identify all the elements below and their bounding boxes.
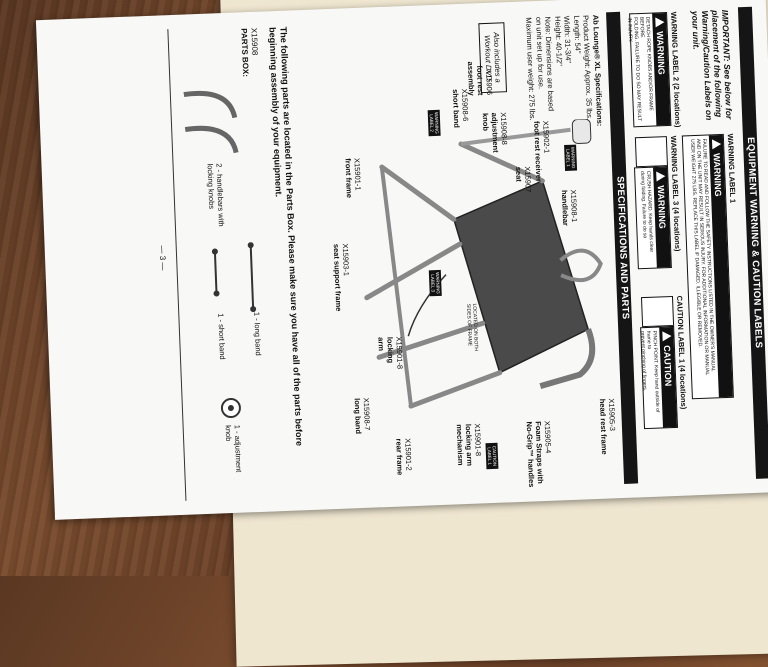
caution-label-1: CAUTION PINCH POINT. Keep hand outside o… <box>639 325 679 430</box>
caution-label-1-caption: CAUTION LABEL 1 (4 locations) <box>674 295 689 410</box>
foot-rest-receiver <box>460 127 571 146</box>
part-short-band-label: 1 - short band <box>216 313 228 360</box>
handlebar <box>559 248 603 283</box>
warning-label-1: WARNING FAILURE TO READ AND FOLLOW THE S… <box>681 133 734 400</box>
page-number: — 3 — <box>157 245 168 271</box>
foot-rest-pad <box>571 118 592 144</box>
tag-warning-label-2: WARNING LABEL 2 <box>427 109 441 137</box>
warning-triangle-icon <box>656 171 666 182</box>
part-long-band-label: 1 - long band <box>252 311 263 356</box>
tag-warning-label-3: WARNING LABEL 3 <box>428 269 442 297</box>
label-located-both-sides: LOCATED ON BOTH SIDES OF FRAME <box>465 303 479 352</box>
specifications-list: Ab Lounge® XL Specifications: Product We… <box>524 14 605 127</box>
adjustment-knob-part-illustration <box>220 398 241 419</box>
crush-hazard-pictogram-icon <box>634 136 668 168</box>
warning-label-2-caption: WARNING LABEL 2 (2 locations) <box>669 11 683 128</box>
important-note: IMPORTANT: See below for placement of th… <box>690 9 735 121</box>
parts-intro: The following parts are located in the P… <box>267 26 305 447</box>
warning-label-2: WARNING DETACH ROPE KNOBS AND/OR FRAME B… <box>626 11 672 128</box>
ab-lounge-diagram <box>364 118 603 409</box>
warning-label-2-text: DETACH ROPE KNOBS AND/OR FRAME BEFORE FO… <box>626 16 654 122</box>
warning-label-3: WARNING CRUSH HAZARD. Keep hands clear d… <box>633 166 672 270</box>
handlebars-part-illustration <box>183 90 239 154</box>
frame-tubes <box>364 141 545 409</box>
warning-label-3-caption: WARNING LABEL 3 (4 locations) <box>668 135 683 252</box>
warning-triangle-icon <box>711 138 722 150</box>
long-band-part-illustration <box>247 242 257 313</box>
manual-page-wrapper: EQUIPMENT WARNING & CAUTION LABELS IMPOR… <box>35 0 768 559</box>
caution-label-1-heading: CAUTION <box>659 326 677 428</box>
tag-warning-label-1: WARNING LABEL 1 <box>564 144 578 172</box>
parts-box-title: X15908 PARTS BOX: <box>239 27 260 78</box>
section-title-warnings: EQUIPMENT WARNING & CAUTION LABELS <box>737 6 768 479</box>
warning-label-1-caption: WARNING LABEL 1 <box>725 133 738 204</box>
warning-label-3-heading: WARNING <box>653 167 671 268</box>
warning-label-2-heading: WARNING <box>652 13 671 126</box>
pinch-point-pictogram-icon <box>640 295 675 328</box>
manual-page: EQUIPMENT WARNING & CAUTION LABELS IMPOR… <box>35 0 768 520</box>
base-frame <box>379 166 413 407</box>
warning-triangle-icon <box>655 17 665 28</box>
resistance-band <box>407 274 447 337</box>
head-rest-frame <box>539 328 596 389</box>
short-band-part-illustration <box>211 248 220 297</box>
tag-caution-label-1: CAUTION LABEL 1 <box>485 442 499 470</box>
caution-triangle-icon <box>662 331 672 342</box>
